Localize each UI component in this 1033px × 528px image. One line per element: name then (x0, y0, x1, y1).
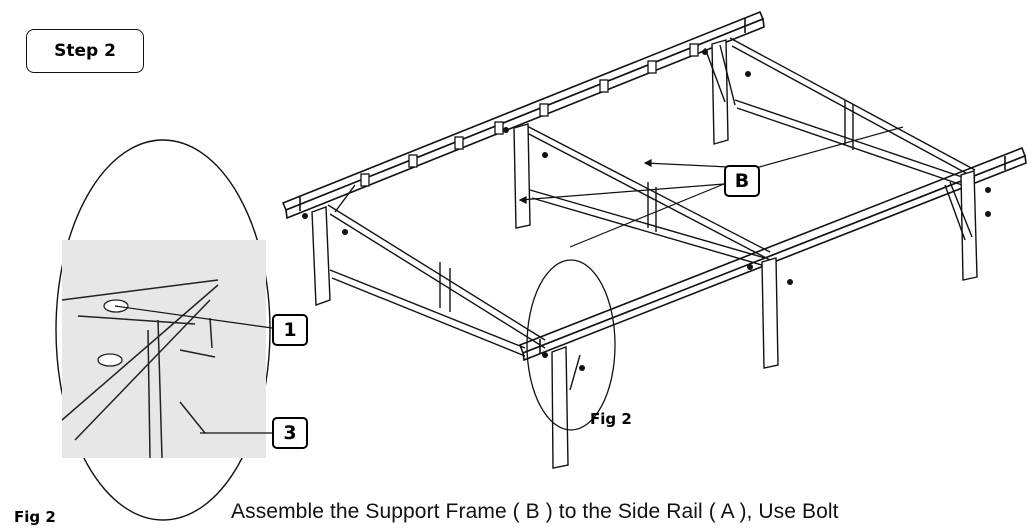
step-label: Step 2 (26, 29, 144, 73)
callout-b: B (724, 165, 760, 197)
detail-circle-small (526, 259, 616, 431)
support-frame-right (729, 37, 976, 187)
back-rail-brackets (360, 43, 699, 187)
fig-label-detail: Fig 2 (14, 508, 56, 526)
bolts (302, 49, 991, 371)
support-frame-left (327, 204, 546, 357)
instruction-text: Assemble the Support Frame ( B ) to the … (231, 500, 839, 523)
callout-3: 3 (272, 417, 308, 449)
callout-1: 1 (272, 314, 308, 346)
detail-circle-large (55, 139, 271, 521)
support-frame-middle (524, 124, 771, 267)
fig-label-main: Fig 2 (590, 410, 632, 428)
frame-legs (311, 39, 978, 469)
